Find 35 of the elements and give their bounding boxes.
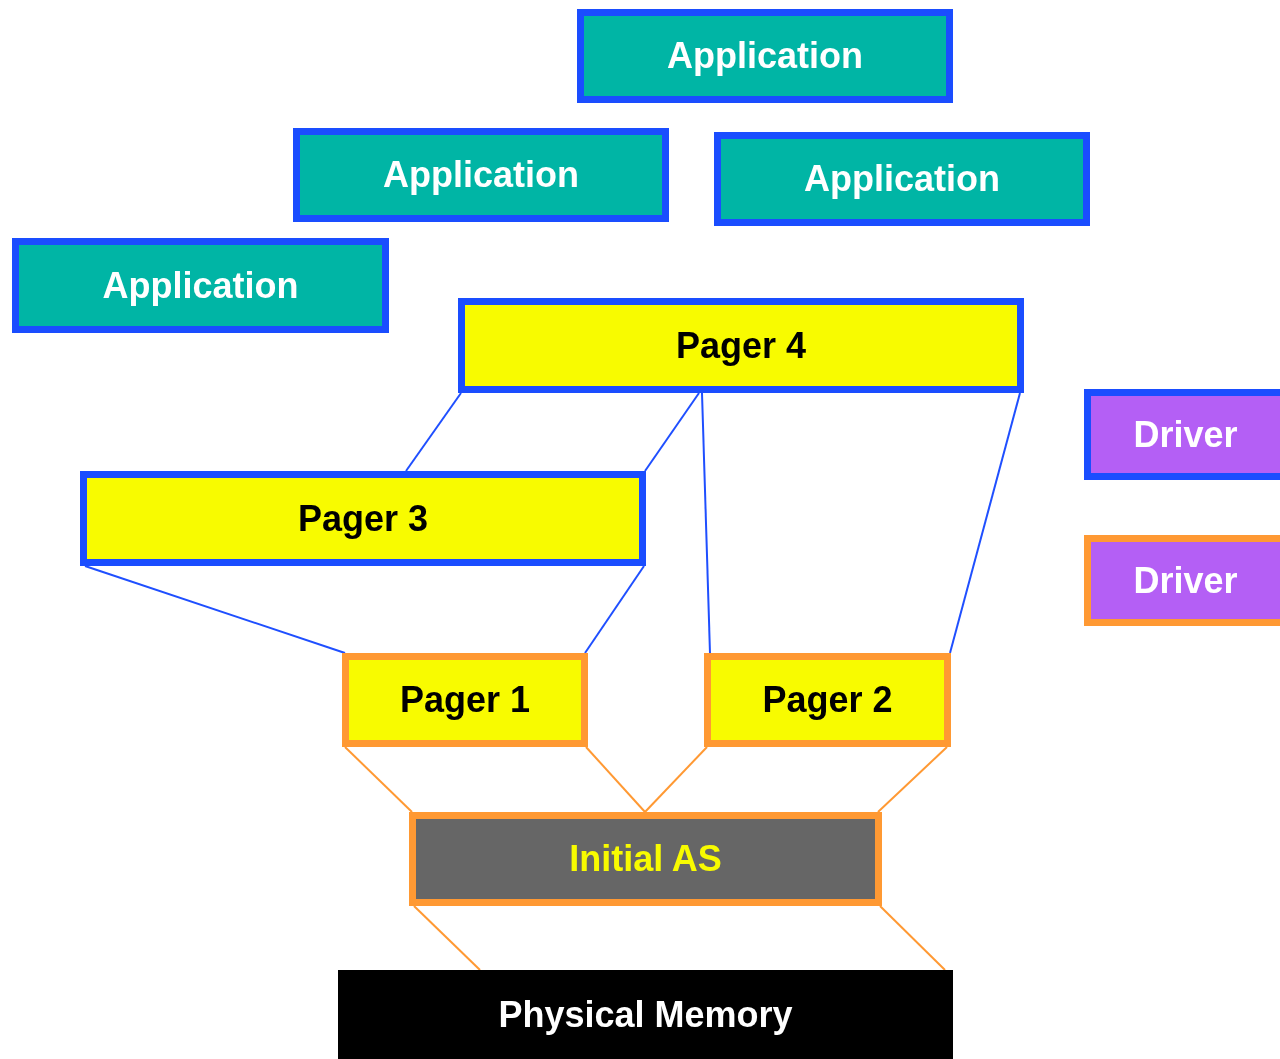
node-label: Pager 1 xyxy=(399,682,531,718)
node-label: Pager 3 xyxy=(297,500,429,537)
node-label: Application xyxy=(383,157,579,193)
connector-line xyxy=(584,565,645,654)
node-label: Application xyxy=(804,161,1000,197)
application-box xyxy=(714,132,1090,226)
application-box xyxy=(577,9,953,103)
node-label: Pager 4 xyxy=(675,327,807,364)
connector-line xyxy=(344,746,413,813)
application-box xyxy=(12,238,389,333)
application-box xyxy=(293,128,669,222)
node-label: Application xyxy=(102,267,299,304)
pager-box xyxy=(458,298,1024,393)
node-label: Pager 2 xyxy=(762,682,893,718)
driver-box xyxy=(1084,535,1280,626)
connector-line xyxy=(879,905,946,971)
connector-line xyxy=(644,746,708,813)
node-label: Initial AS xyxy=(569,841,722,877)
connector-line xyxy=(949,392,1021,654)
connector-line xyxy=(585,746,646,813)
driver-box xyxy=(1084,389,1280,480)
connector-line xyxy=(405,392,462,472)
connector-line xyxy=(413,905,481,971)
pager-box xyxy=(342,653,588,747)
connector-line xyxy=(877,746,948,813)
memory-box xyxy=(338,970,953,1059)
address-space-box xyxy=(409,812,882,906)
node-label: Physical Memory xyxy=(498,996,793,1033)
node-label: Driver xyxy=(1133,562,1238,599)
pager-box xyxy=(80,471,646,566)
connector-line xyxy=(644,392,700,472)
pager-box xyxy=(704,653,951,747)
node-label: Driver xyxy=(1133,416,1238,453)
connector-line xyxy=(701,392,711,654)
node-label: Application xyxy=(667,38,863,74)
